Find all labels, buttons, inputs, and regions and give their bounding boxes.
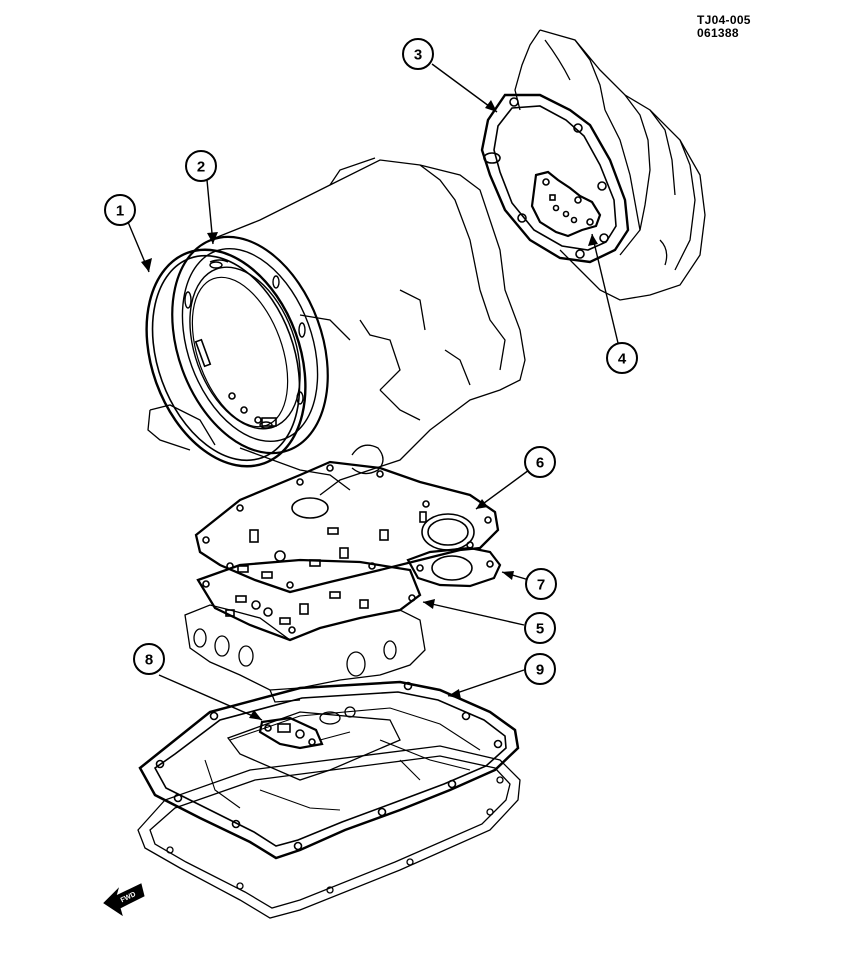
converter-housing-seal xyxy=(171,235,329,455)
reference-code-date: 061388 xyxy=(697,26,739,40)
oil-pan-interior xyxy=(204,707,481,811)
callout-6-label: 6 xyxy=(536,455,544,472)
callout-9-label: 9 xyxy=(536,662,544,679)
callout-4-label: 4 xyxy=(618,351,627,368)
valve-body-spacer-gasket-upper xyxy=(194,460,500,594)
forward-marker: FWD xyxy=(103,883,145,917)
forward-arrow-icon xyxy=(103,883,145,917)
transmission-case xyxy=(147,157,526,496)
callout-1-label: 1 xyxy=(116,203,124,220)
valve-body-spacer-gasket-lower xyxy=(196,558,422,642)
callout-3-label: 3 xyxy=(414,47,422,64)
accumulator-gasket xyxy=(406,546,502,588)
callout-8-label: 8 xyxy=(145,652,153,669)
callout-5: 5 xyxy=(524,612,556,644)
callout-9: 9 xyxy=(524,653,556,685)
filter-gasket xyxy=(258,716,324,750)
callout-6: 6 xyxy=(524,446,556,478)
reference-code-id: TJ04-005 xyxy=(697,13,751,27)
case-gasket xyxy=(145,248,307,468)
oil-pan-gasket xyxy=(138,680,520,860)
extension-housing xyxy=(514,29,706,301)
callout-3: 3 xyxy=(402,38,434,70)
filter-assembly xyxy=(226,706,401,781)
oil-pan xyxy=(137,745,521,919)
callout-5-label: 5 xyxy=(536,621,544,638)
reference-code: TJ04-005 061388 xyxy=(697,14,751,40)
extension-plate-gasket xyxy=(530,170,602,238)
callout-arrowheads xyxy=(141,100,598,720)
callout-7-label: 7 xyxy=(537,577,545,594)
valve-body xyxy=(184,604,426,703)
callout-8: 8 xyxy=(133,643,165,675)
extension-housing-gasket xyxy=(480,93,630,264)
callout-7: 7 xyxy=(525,568,557,600)
callout-1: 1 xyxy=(104,194,136,226)
callout-2-label: 2 xyxy=(197,159,205,176)
callout-4: 4 xyxy=(606,342,638,374)
callout-2: 2 xyxy=(185,150,217,182)
